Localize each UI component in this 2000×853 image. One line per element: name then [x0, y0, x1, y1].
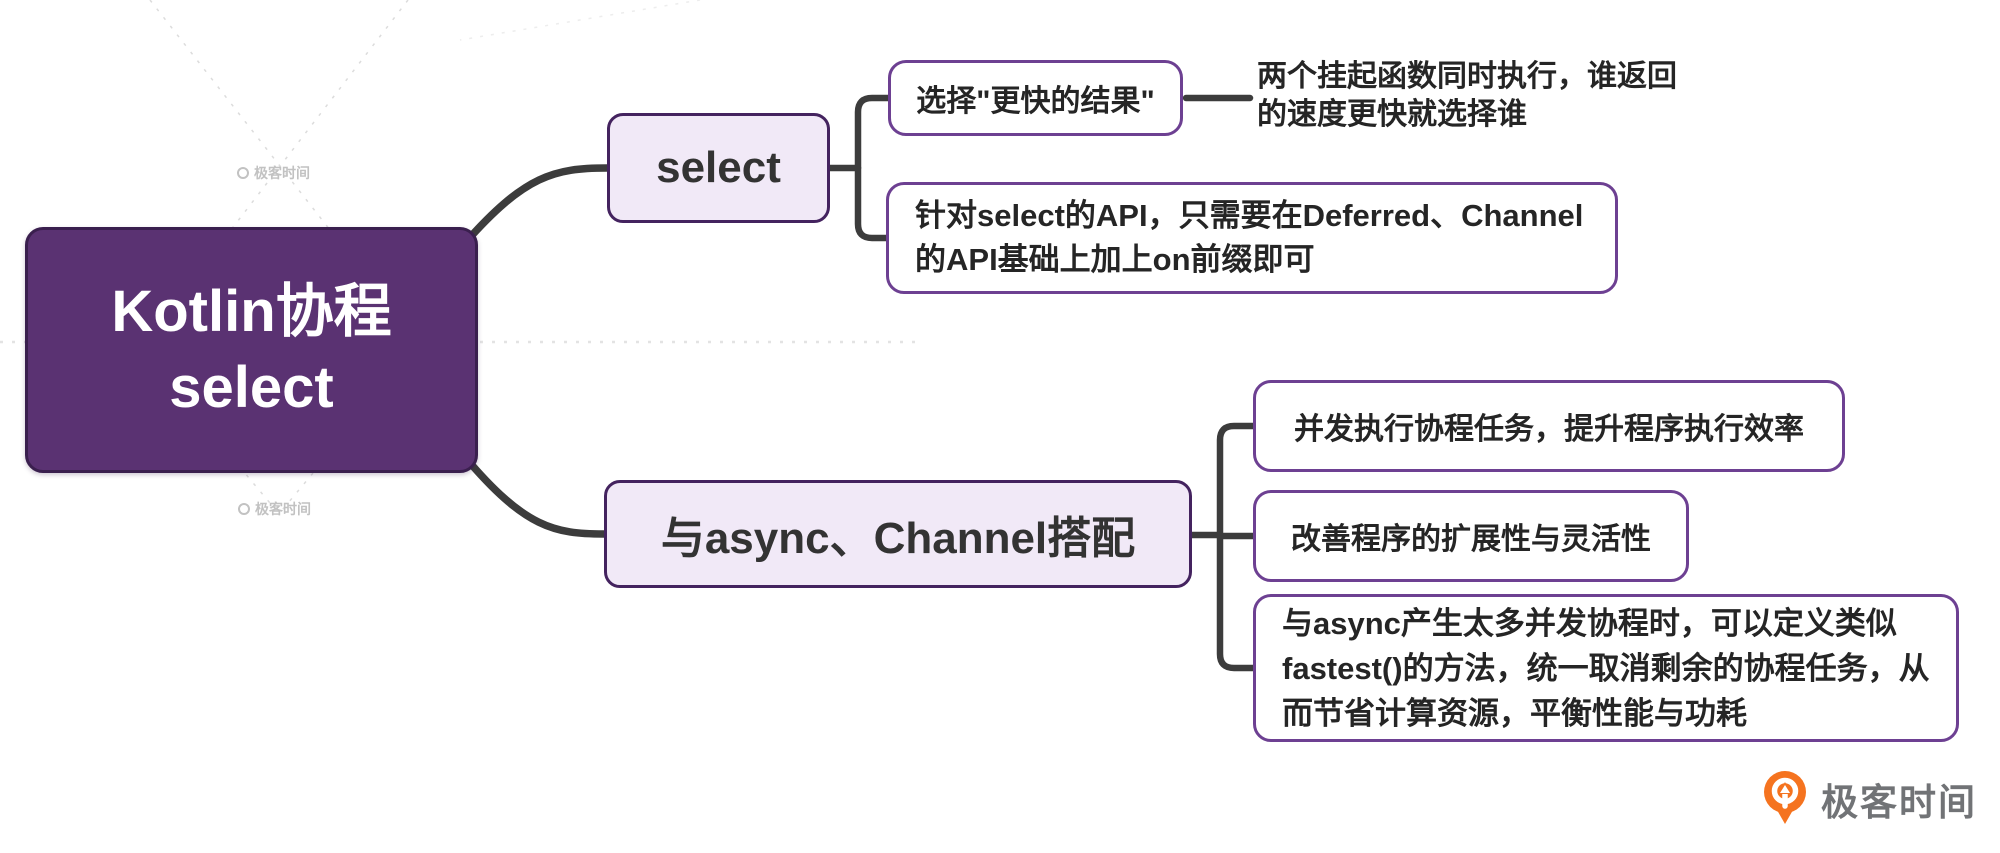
leaf-api-line1: 针对select的API，只需要在Deferred、Channel [915, 198, 1584, 233]
leaf-node-fastest-method[interactable]: 与async产生太多并发协程时，可以定义类似 fastest()的方法，统一取消… [1253, 594, 1959, 742]
note-two-suspend-functions: 两个挂起函数同时执行，谁返回 的速度更快就选择谁 [1257, 58, 1777, 134]
note-line1: 两个挂起函数同时执行，谁返回 [1257, 60, 1677, 93]
connector-combo-bracket [1216, 422, 1257, 672]
watermark-top: 极客时间 [237, 163, 310, 183]
connector-select-bracket [854, 94, 892, 242]
connector-root-to-combo [461, 453, 608, 538]
leaf-node-scalability-flexibility[interactable]: 改善程序的扩展性与灵活性 [1253, 490, 1689, 582]
leaf-fastest-line3: 而节省计算资源，平衡性能与功耗 [1282, 695, 1747, 731]
branch-node-async-channel-combo[interactable]: 与async、Channel搭配 [604, 480, 1192, 588]
geektime-logo-text: 极客时间 [1821, 782, 1977, 823]
root-node-kotlin-select[interactable]: Kotlin协程 select [25, 227, 478, 473]
geektime-watermark-icon [237, 167, 249, 179]
geektime-logo: 极客时间 [1762, 770, 1977, 828]
leaf-fastest-line2: fastest()的方法，统一取消剩余的协程任务，从 [1282, 650, 1930, 686]
leaf-api-line2: 的API基础上加上on前缀即可 [915, 242, 1315, 277]
root-node-line2: select [169, 355, 334, 420]
watermark-diagonal-line [459, 0, 701, 41]
root-node-line1: Kotlin协程 [111, 279, 392, 344]
watermark-label: 极客时间 [255, 501, 311, 517]
connector-root-to-select [461, 164, 611, 247]
note-line2: 的速度更快就选择谁 [1257, 98, 1527, 131]
leaf-node-concurrent-efficiency[interactable]: 并发执行协程任务，提升程序执行效率 [1253, 380, 1845, 472]
geektime-watermark-icon [238, 503, 250, 515]
geektime-logo-icon [1764, 771, 1806, 824]
branch-node-select[interactable]: select [607, 113, 830, 223]
branch-select-label: select [656, 143, 781, 192]
leaf-fastest-line1: 与async产生太多并发协程时，可以定义类似 [1282, 605, 1897, 641]
leaf-choose-faster-label: 选择"更快的结果" [916, 85, 1155, 118]
leaf-node-choose-faster-result[interactable]: 选择"更快的结果" [888, 60, 1183, 136]
leaf-concurrent-label: 并发执行协程任务，提升程序执行效率 [1294, 413, 1804, 446]
watermark-label: 极客时间 [254, 165, 310, 181]
leaf-node-select-api[interactable]: 针对select的API，只需要在Deferred、Channel 的API基础… [886, 182, 1618, 294]
branch-combo-label: 与async、Channel搭配 [660, 514, 1136, 563]
leaf-improve-label: 改善程序的扩展性与灵活性 [1291, 523, 1651, 556]
watermark-bottom: 极客时间 [238, 499, 311, 519]
